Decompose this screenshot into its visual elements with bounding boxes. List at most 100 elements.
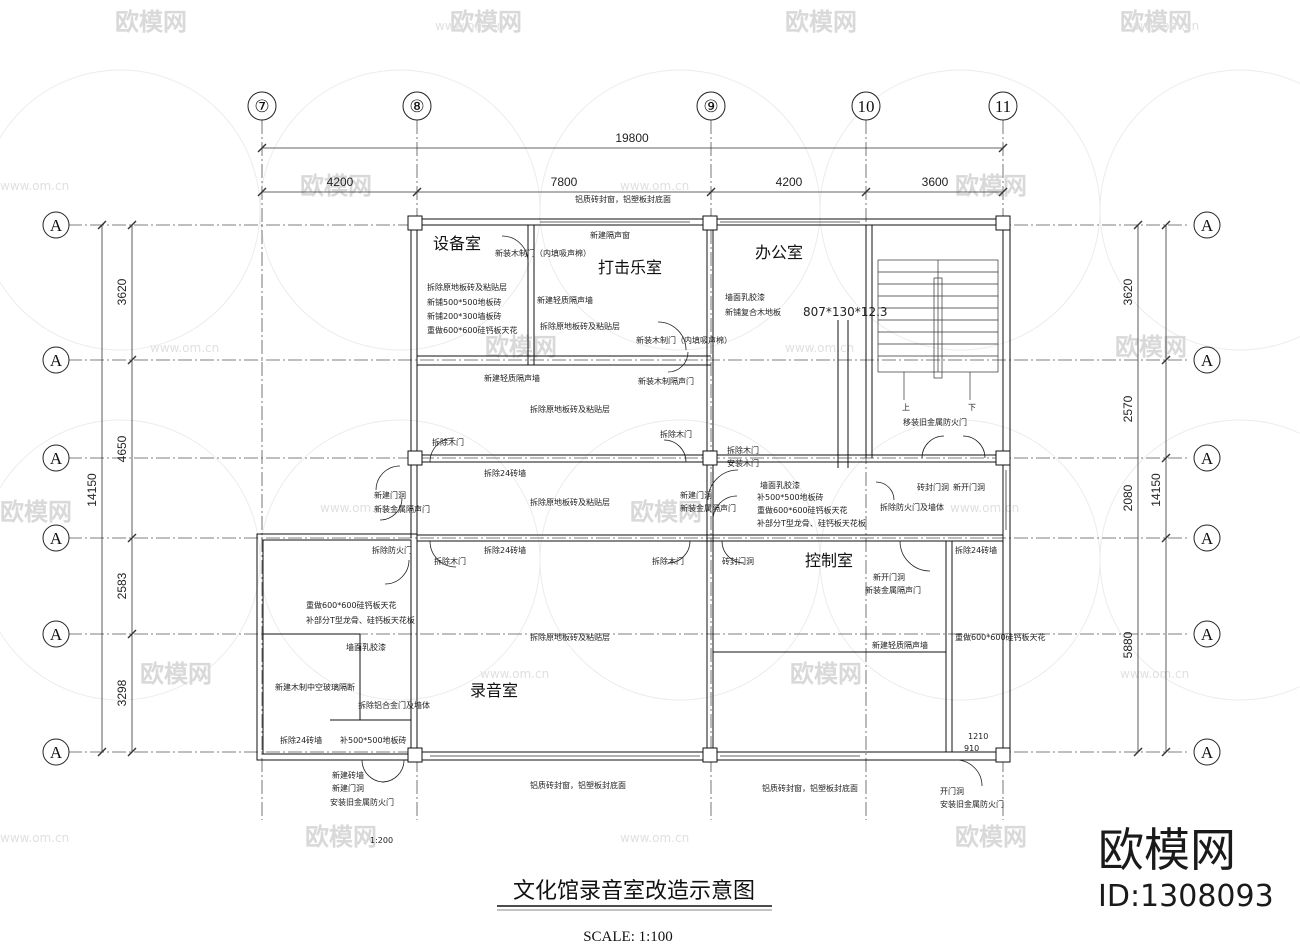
watermark-site: www.om.cn <box>435 19 504 33</box>
watermark-text: 欧模网 <box>1120 8 1192 36</box>
dim-right-total: 14150 <box>1149 473 1163 507</box>
windows <box>430 221 1007 757</box>
room-label-recording: 录音室 <box>470 681 518 700</box>
dim-right-seg: 3620 <box>1121 278 1135 305</box>
axis-label-row: A <box>50 625 63 644</box>
axis-label-col-7: ⑦ <box>254 97 269 116</box>
note: 新装木制隔声门 <box>638 376 694 386</box>
note: 新开门洞 <box>873 572 905 582</box>
note: 重做600*600硅钙板天花 <box>427 325 518 335</box>
note: 新建门洞 <box>374 490 406 500</box>
column-axis-markers <box>247 91 1018 121</box>
watermark-text: 欧模网 <box>0 498 72 526</box>
note: 铝质砖封窗，铝塑板封底面 <box>530 780 626 790</box>
watermark-site: www.om.cn <box>1130 19 1199 33</box>
stair-symbol <box>877 259 999 400</box>
note: 新装木制门（内填吸声棉） <box>495 248 591 258</box>
axis-label-col-8: ⑧ <box>409 97 424 116</box>
watermark-site: www.om.cn <box>320 501 389 515</box>
note: 拆除原地板砖及粘贴层 <box>530 404 610 414</box>
note: 910 <box>964 744 979 753</box>
note: 拆除原地板砖及粘贴层 <box>427 282 507 292</box>
note: 安装木门 <box>727 458 759 468</box>
note: 拆除24砖墙 <box>955 545 997 555</box>
note: 墙面乳胶漆 <box>760 480 800 490</box>
watermark-text: 欧模网 <box>140 660 212 688</box>
watermark-text: 欧模网 <box>115 8 187 36</box>
watermark-text: 欧模网 <box>300 172 372 200</box>
watermark-site: www.om.cn <box>0 179 69 193</box>
axis-label-row: A <box>50 529 63 548</box>
note: 拆除木门 <box>660 429 692 439</box>
note: 新建门洞 <box>680 490 712 500</box>
note: 拆除木门 <box>432 437 464 447</box>
dim-right-seg: 2080 <box>1121 484 1135 511</box>
note: 新建砖墙 <box>332 770 364 780</box>
axis-label-col-10: 10 <box>858 97 875 116</box>
structural-columns <box>407 215 1011 763</box>
note: 新建木制中空玻璃隔断 <box>275 682 355 692</box>
room-label-control: 控制室 <box>805 551 853 570</box>
note: 新铺200*300墙板砖 <box>427 311 502 321</box>
watermark-site: www.om.cn <box>480 667 549 681</box>
note: 1:200 <box>370 836 393 845</box>
note: 拆除原地板砖及粘贴层 <box>530 632 610 642</box>
dim-bay: 3600 <box>922 175 949 189</box>
note: 新建轻质隔声墙 <box>484 373 540 383</box>
note: 拆除24砖墙 <box>280 735 322 745</box>
note: 开门洞 <box>940 786 964 796</box>
room-label-percussion: 打击乐室 <box>598 258 662 277</box>
axis-label-row: A <box>1201 449 1214 468</box>
dim-bay: 7800 <box>551 175 578 189</box>
axis-label-row: A <box>1201 529 1214 548</box>
dim-bay: 4200 <box>776 175 803 189</box>
note: 拆除原地板砖及粘贴层 <box>530 497 610 507</box>
dimension-lines <box>97 143 1171 757</box>
dim-total-width: 19800 <box>615 131 649 145</box>
note: 拆除防火门及墙体 <box>880 502 944 512</box>
note: 砖封门洞 <box>722 556 754 566</box>
note: 补部分T型龙骨、硅钙板天花板 <box>306 615 415 625</box>
note: 补500*500地板砖 <box>757 492 824 502</box>
note: 新装金属隔声门 <box>865 585 921 595</box>
dim-left-total: 14150 <box>85 473 99 507</box>
note: 新建门洞 <box>332 783 364 793</box>
annotations: 铝质砖封窗，铝塑板封底面 新建隔声窗 新装木制门（内填吸声棉） 拆除原地板砖及粘… <box>275 194 1046 845</box>
note: 墙面乳胶漆 <box>725 292 765 302</box>
axis-label-row: A <box>1201 625 1214 644</box>
dim-right-seg: 2570 <box>1121 395 1135 422</box>
axis-label-row: A <box>50 449 63 468</box>
brand-logo-text: 欧模网 <box>1098 823 1236 877</box>
watermark-site: www.om.cn <box>950 501 1019 515</box>
watermark-text: 欧模网 <box>1115 333 1187 361</box>
watermark-site: www.om.cn <box>785 341 854 355</box>
note: 铝质砖封窗，铝塑板封底面 <box>575 194 671 204</box>
note: 拆除24砖墙 <box>484 468 526 478</box>
note: 移装旧金属防火门 <box>903 417 967 427</box>
watermark-site: www.om.cn <box>150 341 219 355</box>
note: 重做600*600硅钙板天花 <box>955 632 1046 642</box>
brand-id: ID:1308093 <box>1098 879 1274 914</box>
note: 新建轻质隔声墙 <box>537 295 593 305</box>
note: 拆除24砖墙 <box>484 545 526 555</box>
note: 新装金属隔声门 <box>374 504 430 514</box>
watermark-text: 欧模网 <box>485 333 557 361</box>
axis-label-row: A <box>1201 216 1214 235</box>
watermark-layer: 欧模网 欧模网 欧模网 欧模网 欧模网 欧模网 欧模网 欧模网 欧模网 欧模网 … <box>0 8 1300 851</box>
room-label-equipment: 设备室 <box>433 234 481 253</box>
axis-label-row: A <box>1201 743 1214 762</box>
note: 补500*500地板砖 <box>340 735 407 745</box>
note: 上 <box>902 403 910 412</box>
note: 新装金属隔声门 <box>680 503 736 513</box>
watermark-text: 欧模网 <box>955 823 1027 851</box>
watermark-text: 欧模网 <box>630 498 702 526</box>
note: 砖封门洞 <box>917 482 949 492</box>
watermark-text: 欧模网 <box>955 172 1027 200</box>
note: 墙面乳胶漆 <box>346 642 386 652</box>
note: 拆除防火门 <box>372 545 412 555</box>
watermark-site: www.om.cn <box>0 831 69 845</box>
watermark-text: 欧模网 <box>305 823 377 851</box>
watermark-text: 欧模网 <box>785 8 857 36</box>
drawing-title: 文化馆录音室改造示意图 <box>513 879 755 904</box>
